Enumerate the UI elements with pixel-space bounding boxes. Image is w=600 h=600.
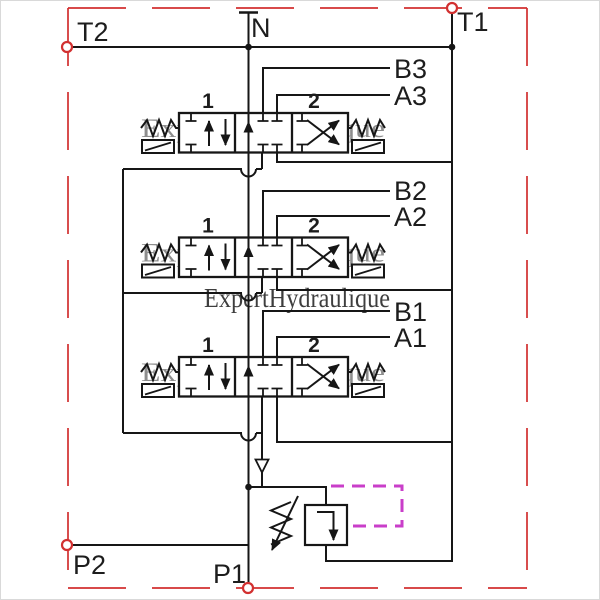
feed-line-section-3 [123,152,263,178]
blocked-port-stubs [185,113,308,153]
pilot-line-dashed [331,484,404,528]
spring-left [140,241,179,264]
spool-pos-label-2: 2 [308,215,320,238]
feed-line-section-1 [123,396,263,442]
port-node-t1 [445,1,459,15]
relief-internal-arrow [317,511,339,541]
return-line-section-3 [276,152,452,163]
work-line-b1 [262,310,390,357]
crossed-flow-arrow-2 [306,119,340,146]
lever-diagonal-right [354,266,382,276]
port-label-t1: T1 [457,7,489,37]
port-node-t2 [60,40,74,54]
relief-spring [268,501,294,546]
port-label-a2: A2 [394,202,427,232]
watermark-main: ExpertHydraulique [204,283,390,313]
work-line-a3 [276,94,390,113]
work-line-a2 [276,215,390,238]
circuit-lines [67,11,453,588]
crossed-flow-arrow-2 [306,363,340,390]
lever-diagonal-right [354,141,382,152]
return-line-section-2 [276,277,452,291]
junction-dots [245,43,456,491]
spring-left [140,361,179,383]
lever-diagonal-right [354,385,382,396]
port-node-p2 [60,538,74,552]
port-label-p1: P1 [213,559,246,589]
blocked-port-stubs [185,237,308,277]
work-line-b3 [262,67,390,113]
junction-dot [245,43,252,51]
port-node-p1 [241,581,255,595]
spool-pos-label-2: 2 [308,334,320,357]
port-nodes [60,1,459,595]
port-label-a3: A3 [394,81,427,111]
work-line-b2 [262,190,390,238]
port-label-n: N [251,13,271,43]
relief-adjust-arrow [271,495,299,551]
labels: T2 N T1 B3 A3 B2 A2 B1 A1 P2 P1 1 2 1 2 … [73,7,489,589]
box-dividers [233,113,294,153]
port-label-p2: P2 [73,550,106,580]
relief-valve [268,495,349,551]
lever-diagonal-left [144,141,172,152]
box-dividers [233,357,294,397]
spring-right [348,241,386,264]
port-label-b2: B2 [394,176,427,206]
spring-right [348,117,386,139]
spool-pos-label-1: 1 [202,334,214,357]
flow-direction-arrow [254,458,270,475]
blocked-port-stubs [185,357,308,397]
junction-dot [448,43,456,51]
lever-diagonal-left [144,266,172,276]
port-label-a1: A1 [394,323,427,353]
feed-line-section-2 [123,277,263,302]
spring-left [140,117,179,139]
spring-right [348,361,386,383]
tank-rail-right [325,13,453,562]
relief-inlet-line [248,486,327,505]
spool-pos-label-1: 1 [202,90,214,113]
spool-valve-section-2 [140,236,386,279]
spool-pos-label-1: 1 [202,215,214,238]
port-label-b1: B1 [394,297,427,327]
port-label-t2: T2 [77,17,109,47]
spool-pos-label-2: 2 [308,90,320,113]
port-label-b3: B3 [394,54,427,84]
return-line-section-1 [276,396,452,443]
spool-valve-section-3 [140,111,386,154]
junction-dot [245,483,252,491]
box-dividers [233,237,294,277]
lever-diagonal-left [144,385,172,396]
work-line-a1 [276,336,390,357]
crossed-flow-arrow-2 [306,243,340,270]
